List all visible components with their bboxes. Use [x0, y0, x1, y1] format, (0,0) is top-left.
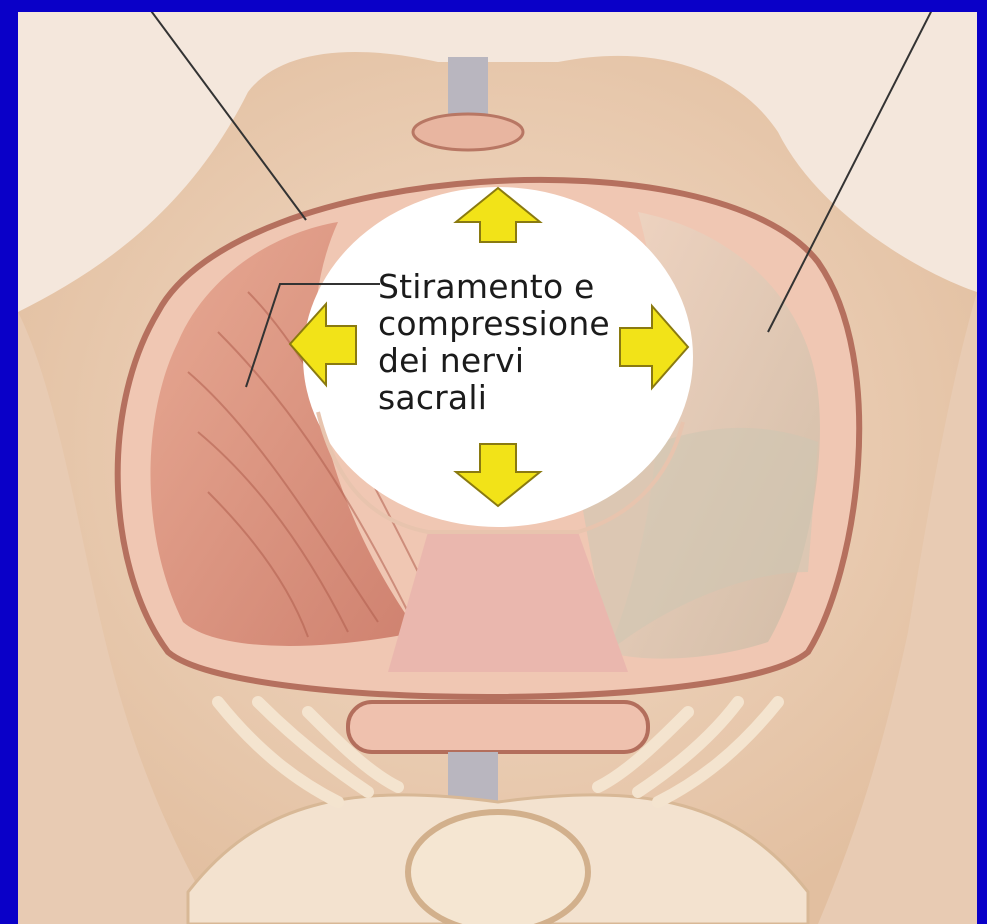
urethra: [413, 114, 523, 150]
pelvic-floor-illustration: [18, 12, 977, 924]
anal-canal: [348, 702, 648, 752]
label-line-2: compressione: [378, 305, 638, 342]
label-line-1: Stiramento e: [378, 268, 638, 305]
label-line-4: sacrali: [378, 379, 638, 416]
sacral-canal: [408, 812, 588, 924]
label-line-3: dei nervi: [378, 342, 638, 379]
pelvic-floor-drawing: [18, 12, 977, 924]
pubic-symphysis: [448, 57, 488, 117]
stretch-compression-label: Stiramento e compressione dei nervi sacr…: [378, 268, 638, 416]
